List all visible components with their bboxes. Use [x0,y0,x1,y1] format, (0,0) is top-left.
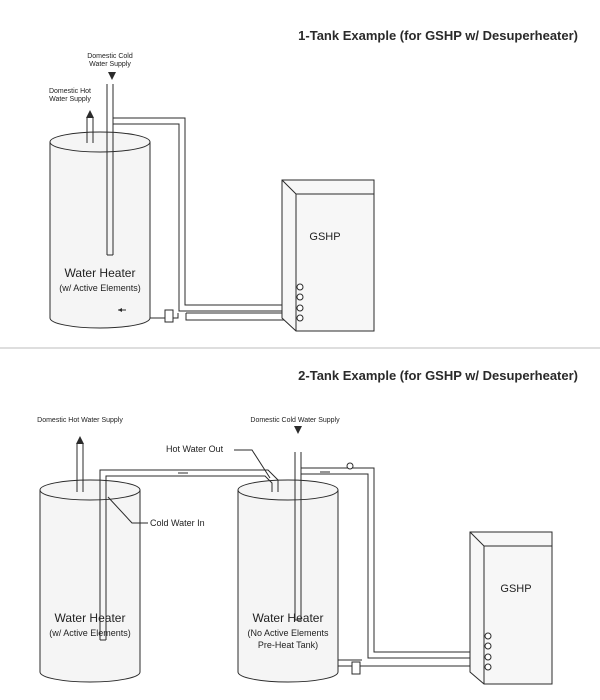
hot-supply-pipe [86,110,94,143]
cold-supply-label-2: Domestic Cold Water Supply [250,417,340,424]
hot-supply-pipe-2 [76,436,84,492]
valve-icon [164,309,174,323]
hot-water-out-leader [234,449,271,479]
tank-a [39,479,141,683]
hot-supply-label-line1: Domestic Hot [49,88,91,95]
tank-a-sublabel: (w/ Active Elements) [49,628,131,638]
port-icon [484,642,492,650]
port-icon [296,283,304,291]
gshp-unit-1 [281,179,375,332]
cold-water-in-leader [107,496,148,524]
cold-supply-label-line2: Water Supply [89,61,131,68]
port-icon [296,314,304,322]
gshp-2-label: GSHP [500,583,531,595]
port-icon [484,632,492,640]
section2-title: 2-Tank Example (for GSHP w/ Desuperheate… [298,368,578,383]
hot-supply-label-2: Domestic Hot Water Supply [37,417,123,424]
inter-tank-pipe [99,469,279,641]
port-icon [296,293,304,301]
tank-b-sublabel-line1: (No Active Elements [247,628,329,638]
valve-icon [351,661,361,675]
cold-supply-pipe-2 [294,426,302,621]
port-icon [296,304,304,312]
port-icon [484,663,492,671]
hot-water-out-label: Hot Water Out [166,444,224,454]
tank-1-sublabel: (w/ Active Elements) [59,283,141,293]
tank-b [237,479,339,683]
section1-title: 1-Tank Example (for GSHP w/ Desuperheate… [298,28,578,43]
desuperheater-loop-pipe [113,117,292,323]
cold-water-in-label: Cold Water In [150,518,205,528]
up-arrow-icon [76,436,84,444]
tank-b-label: Water Heater [253,611,324,625]
gshp-unit-2 [469,531,553,685]
gshp-1-label: GSHP [309,231,340,243]
cold-supply-label-line1: Domestic Cold [87,53,133,60]
tank-1 [49,131,151,329]
port-icon [484,653,492,661]
cold-supply-pipe [106,72,116,256]
tank-b-sublabel-line2: Pre-Heat Tank) [258,640,318,650]
hot-supply-label-line2: Water Supply [49,96,91,103]
tank-1-label: Water Heater [65,266,136,280]
down-arrow-icon [294,426,302,434]
fitting-icon [346,462,354,470]
tank-a-label: Water Heater [55,611,126,625]
up-arrow-icon [86,110,94,118]
down-arrow-icon [108,72,116,80]
desuperheater-loop-pipe-2 [301,462,482,675]
left-arrow-icon [118,308,122,312]
